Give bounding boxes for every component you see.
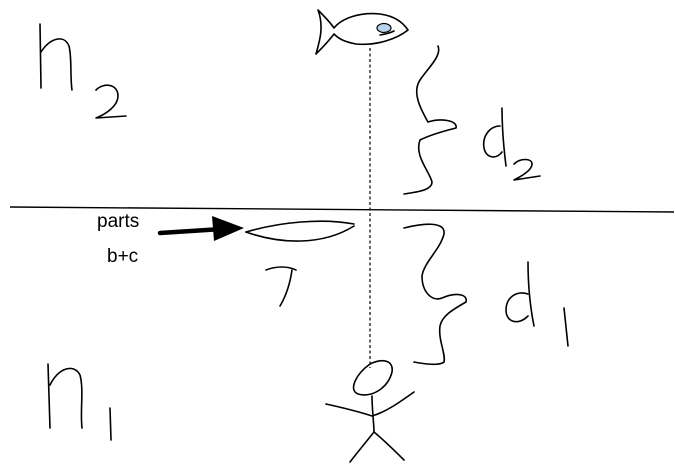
interface-line xyxy=(9,206,675,213)
label-n2: n₂ xyxy=(39,23,127,119)
label-f: f xyxy=(265,266,297,307)
arrow-shaft xyxy=(157,226,225,236)
brace-d1 xyxy=(403,223,467,366)
brace-d2 xyxy=(403,45,457,195)
label-d1-text: d₁ xyxy=(502,299,504,301)
lens xyxy=(245,220,355,242)
label-d2: d₂ xyxy=(480,107,541,181)
label-n1: n₁ xyxy=(46,363,112,441)
label-d1: d₁ xyxy=(502,261,569,347)
parts-label-line1: parts xyxy=(97,211,139,232)
label-f-text: f xyxy=(270,289,271,291)
arrow-head-icon xyxy=(212,216,244,241)
label-d2-text: d₂ xyxy=(480,139,482,141)
fish-eye xyxy=(376,22,392,34)
parts-annotation: parts b+c xyxy=(97,211,244,267)
fish-icon xyxy=(315,9,409,55)
parts-label-line2: b+c xyxy=(107,246,138,267)
person-icon xyxy=(325,359,415,463)
label-n1-text: n₁ xyxy=(46,399,48,401)
